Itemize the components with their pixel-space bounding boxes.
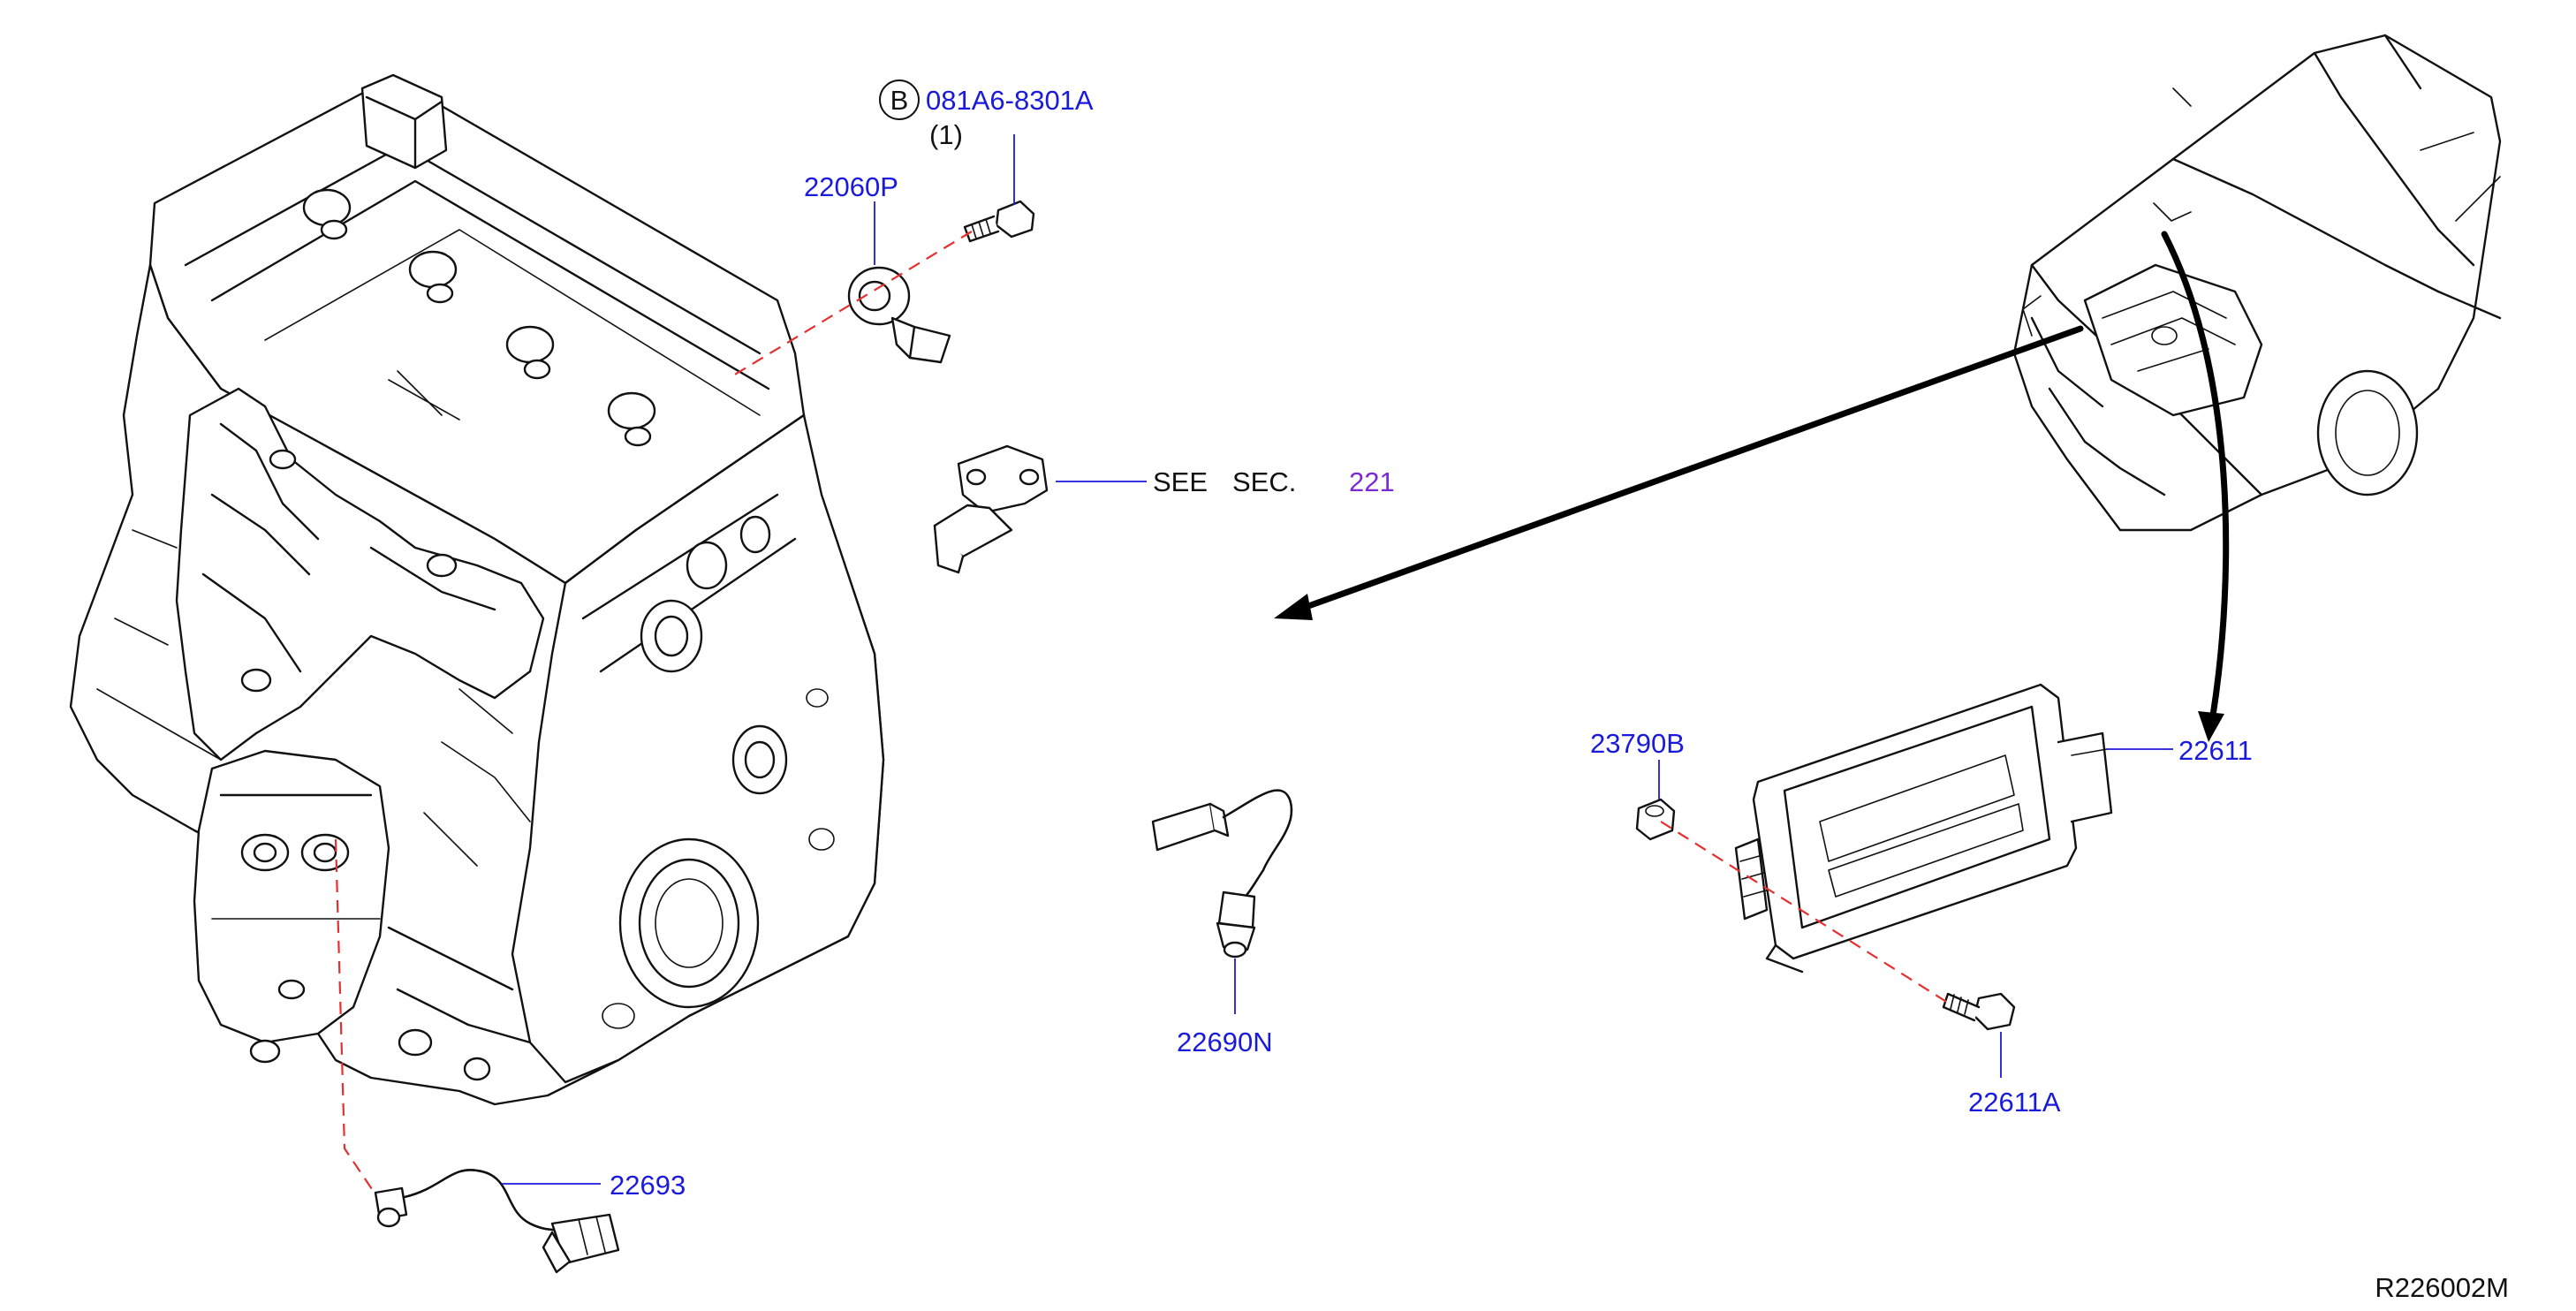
arrow-to-engine	[1295, 325, 2084, 613]
label-bolt-qty: (1)	[929, 119, 963, 150]
leader-lines	[502, 134, 2173, 1185]
ecm-nut-drawing	[1635, 798, 1676, 841]
diagram-id: R226002M	[2375, 1272, 2509, 1303]
label-ecm-nut[interactable]: 23790B	[1590, 728, 1685, 759]
ecm-bolt-dash	[1660, 821, 1949, 1004]
label-bolt-part[interactable]: 081A6-8301A	[926, 85, 1094, 116]
rear-o2-sensor-drawing	[1151, 789, 1293, 959]
bolt-drawing	[963, 200, 1035, 243]
label-ecm-bolt[interactable]: 22611A	[1968, 1087, 2061, 1118]
connection-lines	[334, 231, 1949, 1195]
knock-sensor-dash	[732, 231, 973, 376]
ecm-bolt-drawing	[1942, 992, 2016, 1031]
part-labels: B 081A6-8301A (1) 22060P SEE SEC. 221 22…	[610, 80, 2509, 1303]
label-front-o2-sensor[interactable]: 22693	[610, 1170, 686, 1201]
bolt-ref-circle	[879, 80, 920, 120]
location-arrows	[1274, 231, 2230, 742]
bolt-ref-letter: B	[890, 85, 909, 116]
label-sec: SEC.	[1232, 466, 1296, 497]
label-rear-o2-sensor[interactable]: 22690N	[1177, 1027, 1273, 1057]
ecm-module-drawing	[1734, 683, 2113, 974]
knock-sensor-drawing	[847, 266, 951, 364]
label-ecm-module[interactable]: 22611	[2178, 735, 2253, 766]
arrow-to-engine-head	[1274, 594, 1313, 620]
label-knock-sensor[interactable]: 22060P	[804, 171, 898, 202]
label-section-ref[interactable]: 221	[1349, 466, 1395, 497]
cam-sensor-drawing	[933, 444, 1049, 574]
vehicle-drawing	[2012, 34, 2502, 532]
arrow-to-ecm	[2161, 231, 2230, 719]
arrow-to-ecm-head	[2198, 711, 2224, 742]
engine-assembly-drawing	[69, 73, 885, 1106]
label-see: SEE	[1153, 466, 1208, 497]
front-o2-sensor-drawing	[374, 1169, 620, 1274]
o2-sensor-dash	[334, 838, 376, 1195]
